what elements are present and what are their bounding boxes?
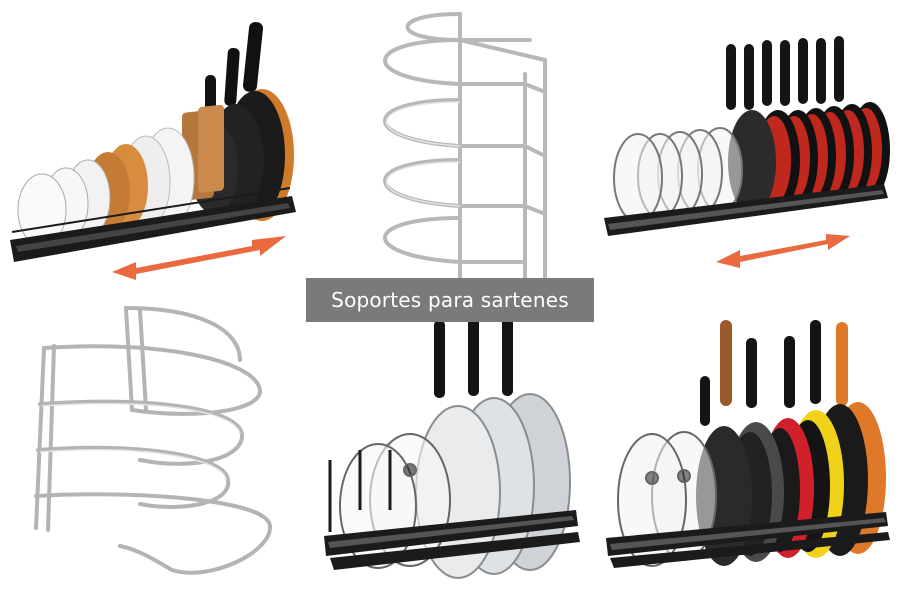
product-image-rack-plates (0, 0, 300, 300)
rack-illustration (324, 312, 580, 579)
rack-illustration (34, 306, 273, 575)
rack-illustration (604, 36, 890, 268)
product-image-chrome-rack-side (0, 300, 300, 600)
product-image-vertical-chrome-rack (300, 0, 600, 300)
expand-arrow-icon (112, 236, 286, 280)
product-image-rack-steel-pans (300, 300, 600, 600)
product-image-rack-lids-pans (600, 0, 900, 300)
caption-text: Soportes para sartenes (331, 288, 569, 312)
collection-caption: Soportes para sartenes (306, 278, 594, 322)
rack-illustration (383, 12, 547, 300)
rack-illustration (10, 22, 296, 280)
expand-arrow-icon (716, 234, 850, 268)
product-image-rack-colored-pans (600, 300, 900, 600)
rack-illustration (606, 320, 890, 568)
